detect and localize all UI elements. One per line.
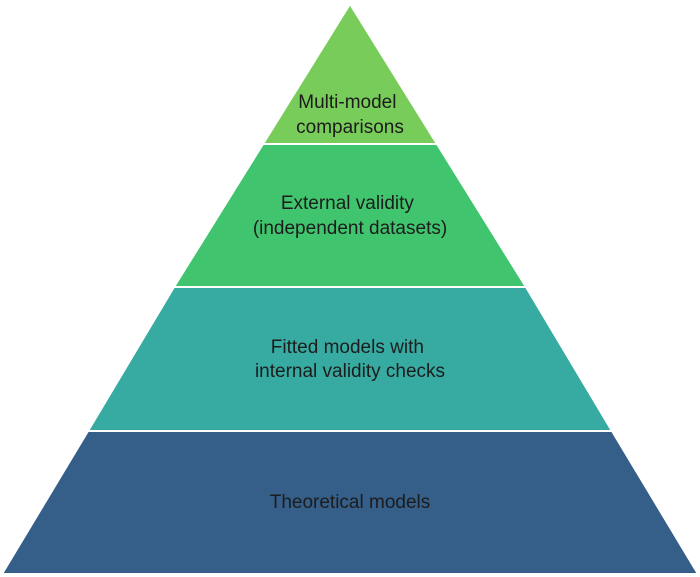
tier-shape-theoretical-models [0,430,700,575]
pyramid-tier-external-validity: External validity (independent datasets) [172,143,528,288]
svg-text:Fitted models with inter: Fitted models with internal validity che… [255,337,445,382]
pyramid-tier-fitted-models: Fitted models with internal validity che… [86,286,614,432]
tier-label-line: comparisons [296,117,404,138]
tier-shape-external-validity [172,143,528,288]
pyramid-tier-theoretical-models: Theoretical models [0,430,700,575]
tier-label-line: (independent datasets) [253,218,447,239]
svg-text:Multi-model comparisons: Multi-model comparisons [296,92,404,138]
svg-text:Theoretical models: Theoretical models [270,492,431,513]
pyramid-tier-multi-model: Multi-model comparisons [261,2,439,145]
tier-label-line: External validity [281,193,415,214]
tier-label-line: Theoretical models [270,492,431,513]
tier-label-line: Multi-model [298,92,396,113]
tier-label-line: Fitted models with [271,337,424,358]
svg-text:External validity (indep: External validity (independent datasets) [253,193,447,239]
tier-label-line: internal validity checks [255,361,445,382]
tier-shape-fitted-models [86,286,614,432]
